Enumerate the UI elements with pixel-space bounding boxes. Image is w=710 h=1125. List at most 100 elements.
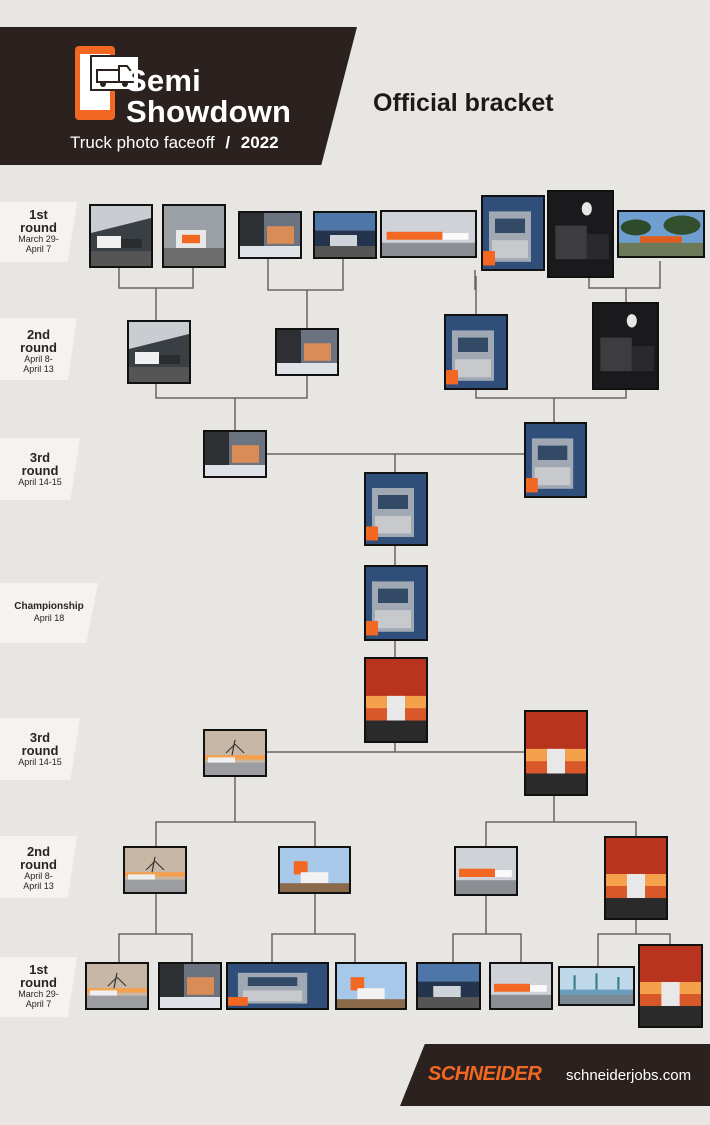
round-name: 2nd	[26, 844, 51, 859]
round-date: March 29-	[18, 989, 59, 999]
truck-photo-image	[91, 206, 151, 266]
bracket-photo[interactable]	[481, 195, 545, 271]
bracket-photo[interactable]	[162, 204, 226, 268]
year-label: 2022	[240, 133, 279, 152]
round-name: round	[21, 743, 59, 758]
page-title: Official bracket	[373, 89, 554, 117]
bracket-photo[interactable]	[364, 565, 428, 641]
truck-photo-image	[526, 424, 585, 496]
bracket-photo[interactable]	[364, 472, 428, 546]
truck-photo-image	[205, 731, 265, 775]
bracket-photo[interactable]	[524, 710, 588, 796]
round-tab-1st-top: 1st round March 29- April 7	[0, 202, 77, 262]
title-line-1: Semi	[126, 63, 201, 98]
truck-photo-image	[164, 206, 224, 266]
bracket-photo[interactable]	[416, 962, 481, 1010]
round-date: April 7	[25, 244, 52, 254]
truck-photo-image	[129, 322, 189, 382]
truck-photo-image	[594, 304, 657, 388]
truck-photo-image	[87, 964, 147, 1008]
bracket-photo[interactable]	[226, 962, 329, 1010]
truck-photo-image	[366, 474, 426, 544]
footer-link[interactable]: schneiderjobs.com	[566, 1067, 692, 1084]
bracket-photo[interactable]	[524, 422, 587, 498]
bracket-photo[interactable]	[89, 204, 153, 268]
round-tab-3rd-bottom: 3rd round April 14-15	[0, 718, 80, 780]
truck-photo-image	[277, 330, 337, 374]
bracket-photo[interactable]	[278, 846, 351, 894]
round-name: 3rd	[29, 730, 51, 745]
round-date: April 8-	[24, 354, 53, 364]
round-name: round	[20, 220, 57, 235]
truck-photo-image	[483, 197, 543, 269]
truck-photo-image	[619, 212, 703, 256]
bracket-photo[interactable]	[617, 210, 705, 258]
bracket-photo[interactable]	[238, 211, 302, 259]
phone-truck-icon	[75, 46, 140, 120]
round-date: March 29-	[18, 234, 59, 244]
header-banner	[0, 27, 357, 165]
bracket-photo[interactable]	[203, 729, 267, 777]
bracket-photo[interactable]	[313, 211, 377, 259]
truck-photo-image	[640, 946, 701, 1026]
truck-photo-image	[125, 848, 185, 892]
truck-photo-image	[228, 964, 327, 1008]
truck-photo-image	[205, 432, 265, 476]
truck-photo-image	[366, 567, 426, 639]
round-tab-championship: Championship April 18	[0, 583, 98, 643]
app-title: Semi Showdown	[126, 65, 291, 127]
round-name: round	[20, 857, 57, 872]
bracket-photo[interactable]	[123, 846, 187, 894]
truck-photo-image	[280, 848, 349, 892]
bracket-photo[interactable]	[592, 302, 659, 390]
round-date: April 8-	[24, 871, 53, 881]
truck-photo-image	[366, 659, 426, 741]
round-name: round	[20, 340, 57, 355]
round-date: April 7	[25, 999, 52, 1009]
truck-photo-image	[315, 213, 375, 257]
bracket-photo[interactable]	[203, 430, 267, 478]
bracket-photo[interactable]	[158, 962, 222, 1010]
bracket-photo[interactable]	[380, 210, 477, 258]
round-date: April 18	[33, 613, 65, 623]
round-date: April 14-15	[18, 757, 62, 767]
title-line-2: Showdown	[126, 94, 292, 129]
truck-photo-image	[337, 964, 405, 1008]
truck-photo-image	[446, 316, 506, 388]
truck-photo-image	[382, 212, 475, 256]
round-name: round	[21, 463, 59, 478]
truck-photo-image	[549, 192, 612, 276]
round-name: 2nd	[26, 327, 51, 342]
bracket-photo[interactable]	[275, 328, 339, 376]
bracket-photo[interactable]	[454, 846, 518, 896]
bracket-photo[interactable]	[604, 836, 668, 920]
round-name: 3rd	[29, 450, 51, 465]
round-name: round	[20, 975, 57, 990]
round-tab-2nd-bottom: 2nd round April 8- April 13	[0, 836, 77, 898]
bracket-photo[interactable]	[335, 962, 407, 1010]
truck-photo-image	[240, 213, 300, 257]
round-date: April 13	[23, 881, 54, 891]
truck-photo-image	[160, 964, 220, 1008]
bracket-photo[interactable]	[547, 190, 614, 278]
bracket-photo[interactable]	[364, 657, 428, 743]
round-date: April 13	[23, 364, 54, 374]
round-tab-2nd-top: 2nd round April 8- April 13	[0, 318, 77, 380]
round-tab-3rd-top: 3rd round April 14-15	[0, 438, 80, 500]
subtitle-text: Truck photo faceoff	[70, 133, 215, 152]
truck-photo-image	[606, 838, 666, 918]
round-tab-1st-bottom: 1st round March 29- April 7	[0, 957, 77, 1017]
bracket-photo[interactable]	[127, 320, 191, 384]
truck-photo-image	[491, 964, 551, 1008]
truck-photo-image	[526, 712, 586, 794]
footer-banner	[400, 1044, 710, 1106]
truck-photo-image	[560, 968, 633, 1004]
bracket-photo[interactable]	[489, 962, 553, 1010]
bracket-photo[interactable]	[638, 944, 703, 1028]
bracket-photo[interactable]	[444, 314, 508, 390]
bracket-photo[interactable]	[558, 966, 635, 1006]
round-name: Championship	[14, 601, 84, 612]
bracket-photo[interactable]	[85, 962, 149, 1010]
round-date: April 14-15	[18, 477, 62, 487]
